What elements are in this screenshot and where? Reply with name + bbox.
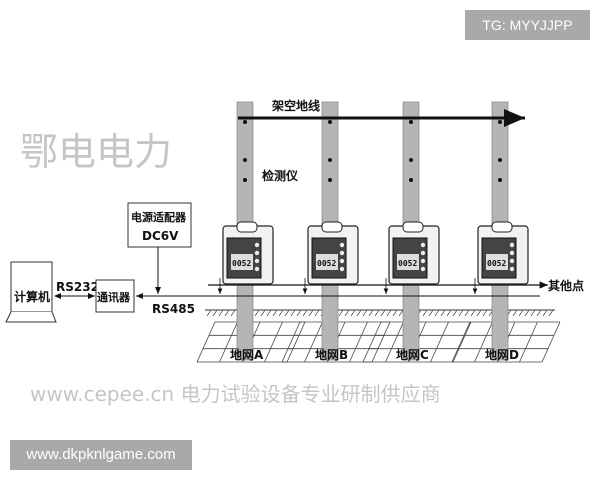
ground-hatch [446, 309, 452, 317]
ground-grid-label: 地网B [315, 347, 348, 362]
ground-hatch [278, 309, 284, 317]
other-points-label: 其他点 [548, 278, 584, 293]
ground-hatch [308, 309, 314, 317]
ground-hatch [392, 309, 398, 317]
meter-reading: 0052 [398, 259, 417, 268]
ground-hatch [254, 309, 260, 317]
communicator-label: 通讯器 [97, 291, 131, 304]
detector-label: 检测仪 [262, 168, 299, 183]
site-watermark: www.cepee.cn 电力试验设备专业研制供应商 [30, 382, 441, 406]
detector-meter: 0052 [477, 221, 529, 285]
ground-hatch [386, 309, 392, 317]
ground-hatch [518, 309, 524, 317]
ground-hatch [314, 309, 320, 317]
ground-hatch [272, 309, 278, 317]
meter-reading: 0052 [232, 259, 251, 268]
ground-hatch [512, 309, 518, 317]
adapter-label: 电源适配器 [131, 210, 187, 224]
overhead-wire-label: 架空地线 [271, 98, 320, 113]
computer-label: 计算机 [14, 289, 50, 304]
communicator-box [95, 279, 135, 313]
ground-hatch [542, 309, 548, 317]
ground-hatch [470, 309, 476, 317]
ground-hatch [206, 309, 212, 317]
ground-hatch [530, 309, 536, 317]
ground-hatch [338, 309, 344, 317]
ground-hatch [476, 309, 482, 317]
computer: 计算机 [5, 261, 57, 323]
ground-hatch [374, 309, 380, 317]
ground-hatch [440, 309, 446, 317]
adapter-voltage: DC6V [142, 229, 179, 243]
ground-hatch [344, 309, 350, 317]
ground-hatch [452, 309, 458, 317]
tg-badge: TG: MYYJJPP [465, 10, 590, 40]
ground-hatch [458, 309, 464, 317]
ground-hatch [212, 309, 218, 317]
detector-meter: 0052 [388, 221, 440, 285]
ground-hatch [260, 309, 266, 317]
ground-hatch [362, 309, 368, 317]
ground-grid-label: 地网A [230, 347, 264, 362]
ground-hatch [464, 309, 470, 317]
ground-grid [281, 321, 391, 363]
ground-hatch [218, 309, 224, 317]
ground-hatch [524, 309, 530, 317]
ground-hatch [290, 309, 296, 317]
ground-hatch [296, 309, 302, 317]
ground-hatch [434, 309, 440, 317]
meter-reading: 0052 [317, 259, 336, 268]
ground-grid-label: 地网C [396, 347, 429, 362]
rs485-label: RS485 [152, 302, 195, 316]
ground-hatch [482, 309, 488, 317]
ground-hatch [224, 309, 230, 317]
rs232-label: RS232 [56, 280, 99, 294]
ground-hatch [380, 309, 386, 317]
ground-hatch [536, 309, 542, 317]
ground-hatch [422, 309, 428, 317]
ground-hatch [398, 309, 404, 317]
ground-hatch [350, 309, 356, 317]
ground-hatch [302, 309, 308, 317]
detector-meter: 0052 [222, 221, 274, 285]
ground-hatch [428, 309, 434, 317]
ground-hatch [548, 309, 554, 317]
ground-hatch [368, 309, 374, 317]
ground-hatch [284, 309, 290, 317]
site-badge: www.dkpknlgame.com [10, 440, 192, 470]
ground-hatch [356, 309, 362, 317]
ground-hatch [230, 309, 236, 317]
ground-grid-label: 地网D [485, 347, 519, 362]
brand-watermark: 鄂电电力 [20, 130, 173, 174]
meter-reading: 0052 [487, 259, 506, 268]
detector-meter: 0052 [307, 221, 359, 285]
power-adapter-box [127, 202, 192, 248]
ground-hatch [266, 309, 272, 317]
